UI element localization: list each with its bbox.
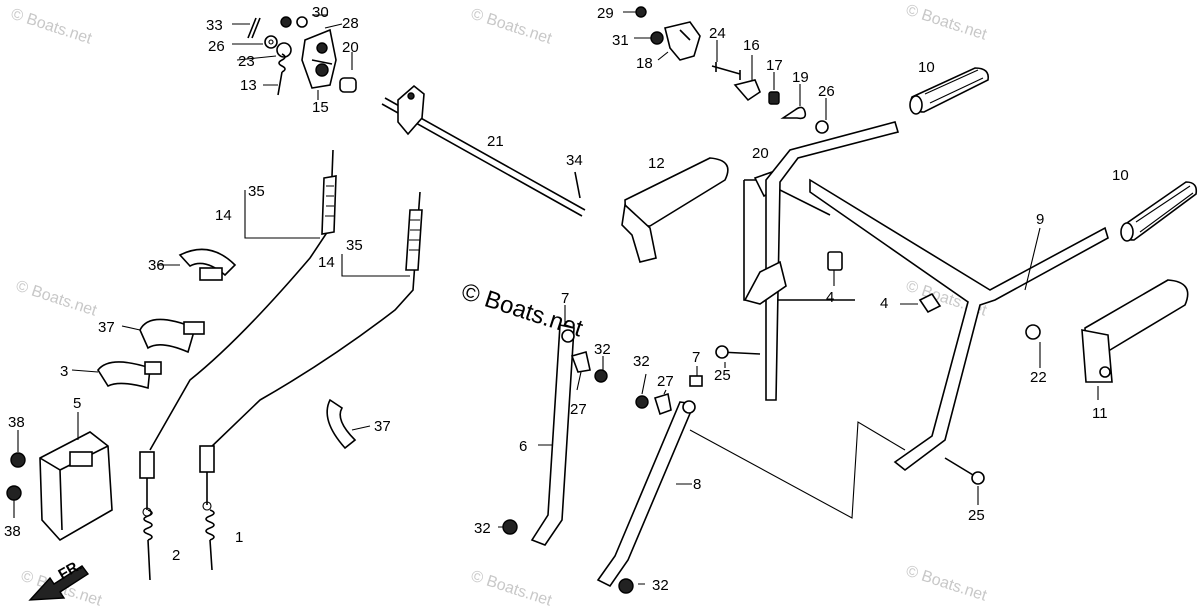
watermark: © Boats.net [9,6,95,48]
callout-15: 15 [312,99,329,116]
callout-4: 4 [880,295,888,312]
callout-10: 10 [1112,167,1129,184]
callout-24: 24 [709,25,726,42]
callout-3: 3 [60,363,68,380]
callout-33: 33 [206,17,223,34]
callout-21: 21 [487,133,504,150]
callout-35: 35 [346,237,363,254]
grip-right [1120,181,1198,242]
cables [139,149,423,581]
callout-6: 6 [519,438,527,455]
callout-29: 29 [597,5,614,22]
watermark: © Boats.net [904,563,990,605]
front-direction-arrow [28,565,90,601]
handle-9 [743,121,1109,472]
watermark: © Boats.net [904,2,990,44]
callout-27: 27 [570,401,587,418]
callout-19: 19 [792,69,809,86]
bracket-assembly [232,14,357,100]
callout-11: 11 [1092,405,1108,422]
watermark: © Boats.net [14,278,100,320]
callout-14: 14 [318,254,335,271]
callout-27: 27 [657,373,674,390]
callout-26: 26 [208,38,225,55]
callout-12: 12 [648,155,665,172]
callout-37: 37 [374,418,391,435]
watermark: © Boats.net [469,568,555,609]
callout-17: 17 [766,57,783,74]
watermark-layer: © Boats.net © Boats.net © Boats.net © Bo… [9,2,990,609]
callout-32: 32 [594,341,611,358]
callout-35: 35 [248,183,265,200]
callout-layer: 33 30 28 26 20 23 13 15 29 31 24 16 18 1… [4,4,1129,594]
callout-20: 20 [752,145,769,162]
watermark: © Boats.net [469,6,555,48]
callout-18: 18 [636,55,653,72]
callout-38: 38 [8,414,25,431]
callout-13: 13 [240,77,257,94]
callout-32: 32 [633,353,650,370]
callout-23: 23 [238,53,255,70]
callout-7: 7 [561,290,569,307]
lever-12 [621,157,855,301]
bolts-25 [689,345,985,519]
callout-25: 25 [714,367,731,384]
callout-20: 20 [342,39,359,56]
callout-16: 16 [743,37,760,54]
callout-37: 37 [98,319,115,336]
callout-25: 25 [968,507,985,524]
bar-6 [498,305,608,546]
callout-8: 8 [693,476,701,493]
callout-2: 2 [172,547,180,564]
callout-26: 26 [818,83,835,100]
callout-10: 10 [918,59,935,76]
callout-14: 14 [215,207,232,224]
callout-31: 31 [612,32,629,49]
clip-assembly [623,6,829,134]
lever-11 [1081,279,1189,400]
callout-9: 9 [1036,211,1044,228]
callout-36: 36 [148,257,165,274]
callout-28: 28 [342,15,359,32]
callout-22: 22 [1030,369,1047,386]
callout-1: 1 [235,529,243,546]
callout-32: 32 [652,577,669,594]
clamps [71,248,371,450]
callout-4: 4 [826,289,834,306]
callout-38: 38 [4,523,21,540]
callout-5: 5 [73,395,81,412]
bar-8 [596,366,703,594]
grip-upper [909,67,990,115]
rod-21 [381,84,586,217]
callout-30: 30 [312,4,329,21]
bracket-5 [6,412,113,542]
callout-34: 34 [566,152,583,169]
callout-32: 32 [474,520,491,537]
callout-7: 7 [692,349,700,366]
